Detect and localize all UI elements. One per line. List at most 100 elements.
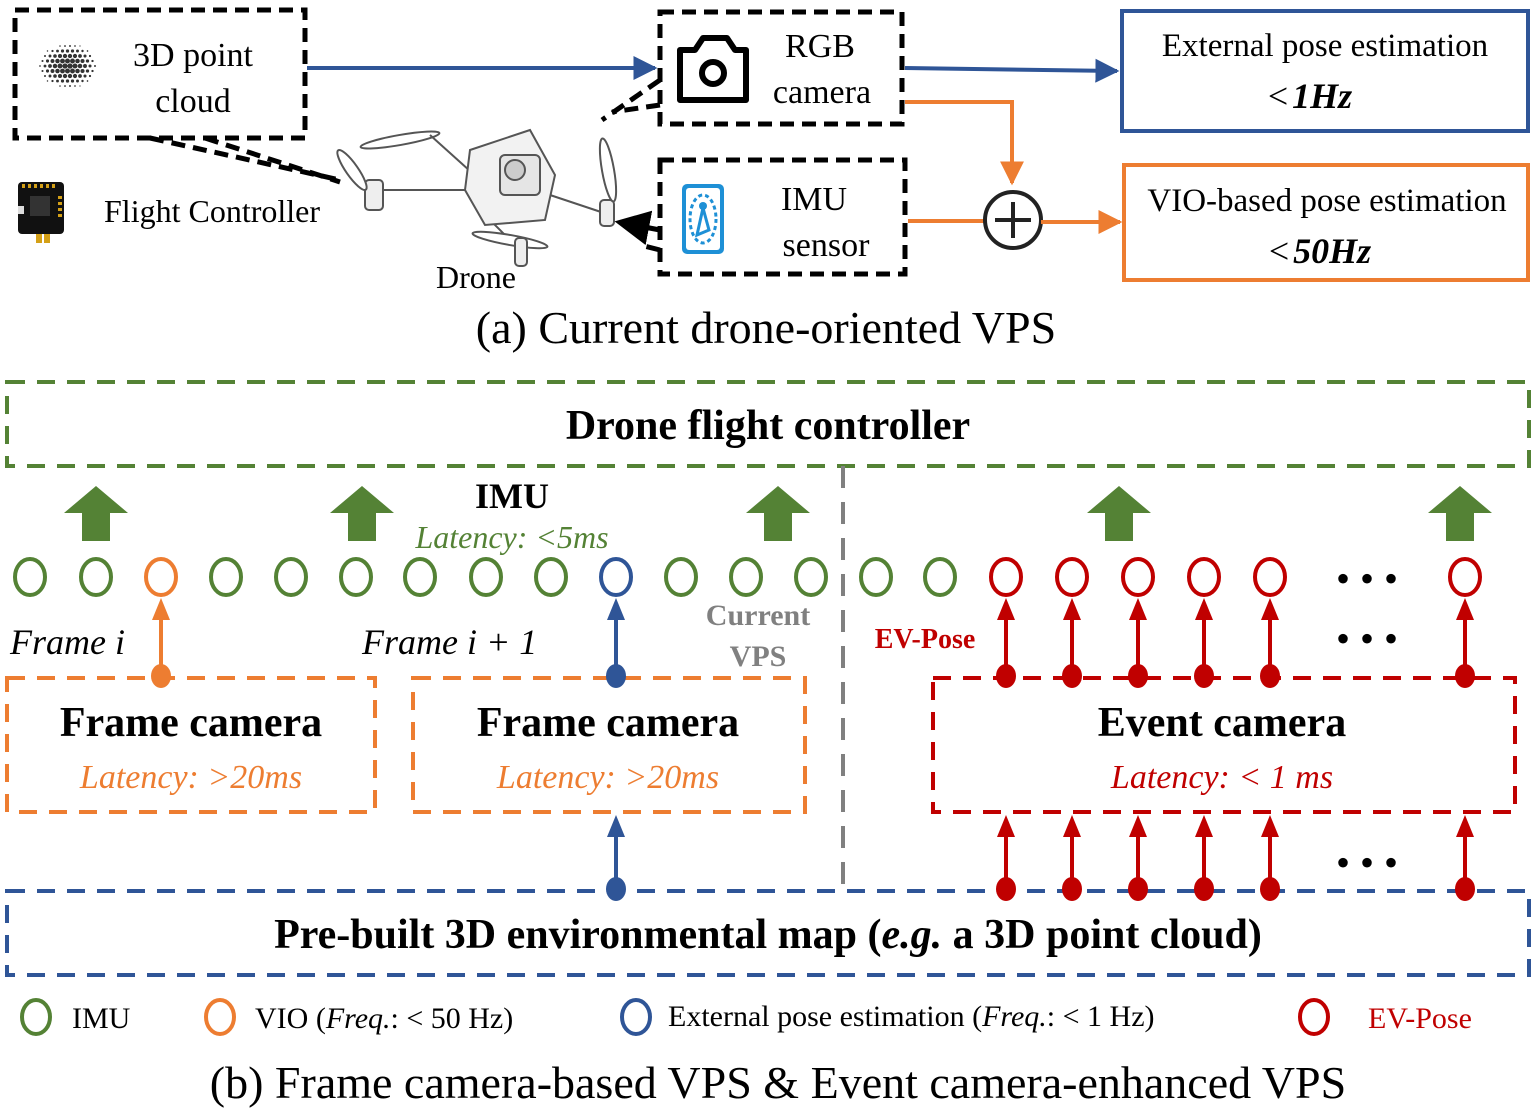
imu-marker <box>209 557 243 597</box>
point-cloud-dot <box>60 58 65 64</box>
frame-camera-2-title: Frame camera <box>477 700 739 746</box>
point-cloud-dot <box>57 73 63 79</box>
external-pose-box: External pose estimation <1Hz <box>1120 9 1530 133</box>
point-cloud-dot <box>45 59 50 63</box>
event-camera-box: Event camera Latency: < 1 ms <box>931 676 1517 814</box>
map-to-camera-connector-dot <box>606 877 626 901</box>
external-pose-label: External pose estimation <box>1162 28 1488 64</box>
map-to-event-connector-head <box>1195 815 1213 837</box>
point-cloud-dot <box>69 85 71 87</box>
point-cloud-dot <box>83 54 87 58</box>
legend-ev-label: EV-Pose <box>1368 1002 1472 1035</box>
map-to-event-connector-head <box>1261 815 1279 837</box>
point-cloud-dot <box>67 63 73 69</box>
legend-vio-label: VIO (Freq.: < 50 Hz) <box>255 1002 513 1035</box>
fusion-plus-icon <box>983 190 1043 250</box>
ellipsis: • • • <box>1336 556 1398 601</box>
ev-connector-dot <box>996 664 1016 688</box>
drone-icon <box>336 128 618 267</box>
point-cloud-dot <box>51 79 54 83</box>
point-cloud-dot <box>74 85 76 87</box>
ev-marker <box>1253 557 1287 597</box>
event-camera-latency: Latency: < 1 ms <box>1110 759 1333 796</box>
point-cloud-dot <box>72 73 78 79</box>
point-cloud-dot <box>43 74 47 78</box>
external-connector-head <box>607 598 625 620</box>
callout-line <box>639 242 661 253</box>
map-to-event-connector-dot <box>1260 877 1280 901</box>
ev-connector-head <box>1129 598 1147 620</box>
map-to-event-connector-head <box>997 815 1015 837</box>
map-to-event-connector-dot <box>996 877 1016 901</box>
point-cloud-dot <box>67 73 73 79</box>
up-arrow-icon <box>746 486 810 541</box>
point-cloud-dot <box>60 68 65 74</box>
ev-connector-dot <box>1455 664 1475 688</box>
point-cloud-dot <box>78 54 82 58</box>
ev-connector-dot <box>1128 664 1148 688</box>
point-cloud-dot <box>88 54 92 58</box>
ev-connector-head <box>997 598 1015 620</box>
map-to-event-connector-dot <box>1455 877 1475 901</box>
camera-icon <box>677 35 749 103</box>
legend-imu-marker <box>20 998 52 1036</box>
point-cloud-dot <box>85 59 90 63</box>
frame-camera-1-latency: Latency: >20ms <box>79 759 302 796</box>
current-vps-label-line2: VPS <box>730 640 787 673</box>
point-cloud-dot <box>88 74 92 78</box>
point-cloud-dot <box>62 73 68 79</box>
rgb-camera-label-line2: camera <box>773 74 871 111</box>
ellipsis: • • • <box>1336 616 1398 661</box>
point-cloud-dot <box>43 54 47 58</box>
point-cloud-dot <box>60 79 65 83</box>
point-cloud-dot <box>41 69 44 73</box>
point-cloud-dot <box>46 50 49 52</box>
point-cloud-dot <box>69 45 71 47</box>
imu-marker <box>403 557 437 597</box>
point-cloud-dot <box>79 85 81 87</box>
point-cloud-dot <box>70 79 75 83</box>
legend-external-label: External pose estimation (Freq.: < 1 Hz) <box>668 1000 1155 1033</box>
point-cloud-dot <box>81 49 84 53</box>
ev-connector-dot <box>1260 664 1280 688</box>
imu-marker <box>859 557 893 597</box>
timeline-markers: • • •• • •• • • <box>13 556 1482 885</box>
map-to-event-connector-head <box>1456 815 1474 837</box>
imu-latency: Latency: <5ms <box>414 519 608 555</box>
point-cloud-dot <box>45 69 50 73</box>
panel-a-caption: (a) Current drone-oriented VPS <box>476 302 1056 353</box>
point-cloud-dot <box>48 64 52 68</box>
map-to-event-connector-dot <box>1128 877 1148 901</box>
imu-marker <box>79 557 113 597</box>
point-cloud-dot <box>88 64 92 68</box>
imu-marker <box>469 557 503 597</box>
rgb-camera-box: RGB camera <box>657 9 905 127</box>
point-cloud-dot <box>79 45 81 47</box>
point-cloud-dot <box>64 45 66 47</box>
point-cloud-dot <box>72 63 78 69</box>
point-cloud-dot <box>77 63 83 69</box>
vio-pose-box: VIO-based pose estimation <50Hz <box>1122 163 1530 282</box>
imu-marker <box>794 557 828 597</box>
point-cloud-dot <box>48 74 52 78</box>
map-to-event-connector-head <box>1063 815 1081 837</box>
ev-marker <box>989 557 1023 597</box>
panel-b-caption: (b) Frame camera-based VPS & Event camer… <box>210 1057 1346 1108</box>
map-to-event-connector-dot <box>1194 877 1214 901</box>
point-cloud-dot <box>78 74 82 78</box>
point-cloud-dot <box>86 50 89 52</box>
point-cloud-dot <box>80 68 85 74</box>
point-cloud-dot <box>39 65 41 67</box>
point-cloud-dot <box>59 45 61 47</box>
point-cloud-dot <box>50 69 55 73</box>
event-camera-title: Event camera <box>1098 700 1346 746</box>
point-cloud-dot <box>94 65 96 67</box>
imu-sensor-label-line2: sensor <box>783 227 871 264</box>
ev-connector-head <box>1195 598 1213 620</box>
point-cloud-dot <box>43 64 47 68</box>
frame-i1-label: Frame i + 1 <box>361 622 537 662</box>
point-cloud-dot <box>70 58 75 64</box>
callout-line <box>600 77 662 123</box>
legend-imu-label: IMU <box>72 1002 131 1035</box>
point-cloud-dot <box>76 49 79 53</box>
